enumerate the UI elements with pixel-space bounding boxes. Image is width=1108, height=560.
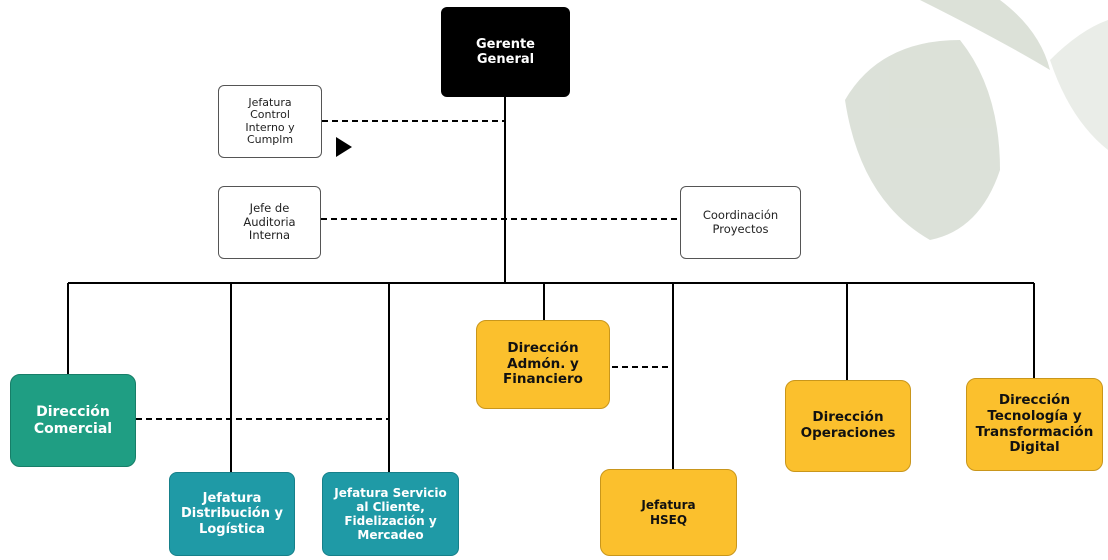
node-control-interno[interactable]: Jefatura Control Interno y Cumplm — [218, 85, 322, 158]
play-arrow-icon — [336, 137, 352, 157]
node-gerente-general[interactable]: Gerente General — [441, 7, 570, 97]
node-coordinacion[interactable]: Coordinación Proyectos — [680, 186, 801, 259]
node-comercial[interactable]: Dirección Comercial — [10, 374, 136, 467]
node-auditoria[interactable]: Jefe de Auditoria Interna — [218, 186, 321, 259]
watermark-logo — [845, 0, 1108, 240]
node-hseq[interactable]: Jefatura HSEQ — [600, 469, 737, 556]
node-admon[interactable]: Dirección Admón. y Financiero — [476, 320, 610, 409]
node-operaciones[interactable]: Dirección Operaciones — [785, 380, 911, 472]
node-distribucion[interactable]: Jefatura Distribución y Logística — [169, 472, 295, 556]
node-servicio-cliente[interactable]: Jefatura Servicio al Cliente, Fidelizaci… — [322, 472, 459, 556]
node-tecnologia[interactable]: Dirección Tecnología y Transformación Di… — [966, 378, 1103, 471]
